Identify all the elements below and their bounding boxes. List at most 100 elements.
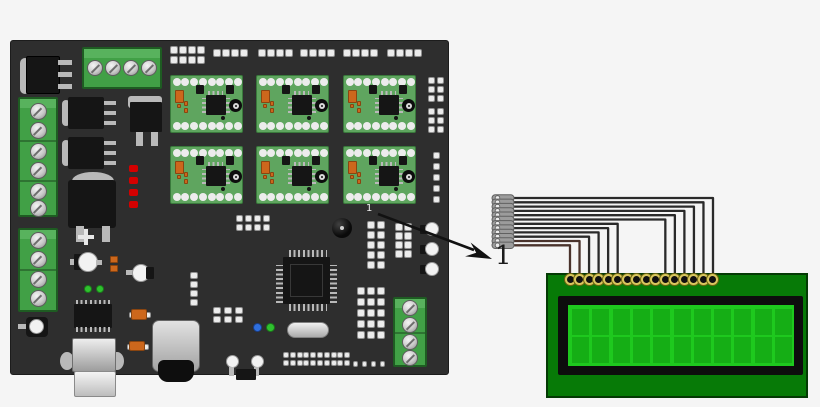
lcd-char-cell <box>612 309 630 335</box>
pad-grid-3x5 <box>357 320 365 328</box>
pin-header-2x3 <box>428 86 435 93</box>
stepper-driver-1-pin <box>225 78 233 86</box>
stepper-driver-1-dot <box>184 101 188 106</box>
pin-header-2x10 <box>303 360 310 366</box>
stepper-driver-4-smd <box>196 156 204 165</box>
status-led-green <box>84 285 92 293</box>
wire-to-lcd-pin-2 <box>506 239 581 281</box>
to92-lead <box>96 260 102 265</box>
stepper-driver-1-dot <box>177 104 181 108</box>
stepper-driver-3-pin <box>354 78 363 86</box>
stepper-driver-6-pin <box>406 149 415 157</box>
wire-to-lcd-pin-5 <box>506 226 610 281</box>
stepper-driver-5-chip-pins <box>288 169 292 184</box>
stepper-driver-4-pin <box>181 149 190 157</box>
lcd-char-cell <box>734 309 752 335</box>
pin-header-2x10 <box>296 360 303 366</box>
stepper-driver-4-pot-dot <box>234 175 238 179</box>
pin-header-4x1 <box>309 49 317 57</box>
lcd-char-cell <box>632 337 650 363</box>
stepper-driver-1-cap <box>175 90 184 103</box>
dpak-leg <box>151 132 158 146</box>
pin-header-4x2 <box>170 56 178 64</box>
stepper-driver-1-pin <box>216 122 225 130</box>
exp1-header <box>377 261 385 269</box>
stepper-driver-6-chip <box>379 166 399 186</box>
pin-header-2x10 <box>330 352 337 358</box>
stepper-driver-6-pin <box>406 193 415 201</box>
edge-led-can <box>425 262 439 276</box>
pin-header-2x10 <box>337 360 344 366</box>
mosfet-leg <box>58 60 72 65</box>
stepper-driver-3-pin <box>398 78 406 86</box>
mcu-pins <box>289 250 327 257</box>
stepper-driver-3-pin <box>371 122 380 130</box>
mcu-inner <box>290 264 323 297</box>
terminal-left-a-screw <box>29 102 47 120</box>
stepper-driver-5-pin <box>267 193 276 201</box>
stepper-driver-3-dot <box>357 108 361 113</box>
to92-can <box>29 319 44 334</box>
stepper-driver-3-pin <box>389 122 398 130</box>
dpak-body <box>130 102 162 132</box>
pin-header-4x2 <box>188 46 196 54</box>
usb-ear <box>60 352 74 370</box>
pad-row-1x4 <box>362 361 367 367</box>
pin-header-4x1 <box>213 49 221 57</box>
pin-header-4x2-mid <box>245 224 252 231</box>
pad-grid-3x5 <box>377 309 385 317</box>
stepper-driver-3-smd <box>369 85 377 94</box>
stepper-driver-4-pin <box>190 193 198 201</box>
stepper-driver-6-chip-pins <box>399 169 403 184</box>
stepper-driver-1-pin <box>181 122 190 130</box>
stepper-driver-5-chip-pins <box>312 169 316 184</box>
stepper-driver-6-pin <box>363 193 371 201</box>
stepper-driver-1-pin <box>190 78 198 86</box>
pin-header-1x5 <box>433 152 440 159</box>
jumper <box>129 341 145 351</box>
usb-plug <box>74 371 116 397</box>
stepper-driver-6-dot <box>357 179 361 184</box>
pin-header-2x10 <box>289 352 296 358</box>
lcd-screen <box>568 305 794 366</box>
stepper-driver-2-pin <box>293 122 302 130</box>
mosfet-leg <box>58 72 72 77</box>
stepper-driver-6-pin <box>354 193 363 201</box>
to92-lead <box>18 324 26 329</box>
stepper-driver-2-pin <box>267 122 276 130</box>
pin-header-4x1 <box>387 49 395 57</box>
pin-header-4x2 <box>179 46 187 54</box>
pin-header-2x10 <box>289 360 296 366</box>
stepper-driver-1-pin <box>233 122 242 130</box>
pin-header-4x1 <box>222 49 230 57</box>
stepper-driver-2-pin <box>267 78 276 86</box>
wire-to-lcd-pin-16 <box>506 196 715 281</box>
terminal-right-screw <box>402 334 418 350</box>
stepper-driver-2-chip-pins <box>294 91 309 95</box>
stepper-driver-4-dot <box>184 179 188 184</box>
stepper-driver-3-chip-pins <box>399 98 403 113</box>
pad-grid-3x5 <box>377 298 385 306</box>
stepper-driver-6-pin <box>398 193 406 201</box>
to220-leg <box>104 141 116 145</box>
pad-grid-3x5 <box>357 309 365 317</box>
terminal-left-a-divider <box>20 140 56 142</box>
stepper-driver-2-chip <box>292 95 312 115</box>
ring-terminal-hole <box>494 242 501 248</box>
stepper-driver-1-chip <box>206 95 226 115</box>
pin-header-1x4 <box>190 290 198 297</box>
power-input-terminal-screw <box>123 60 139 76</box>
stepper-driver-1-pin <box>207 122 216 130</box>
soic-pins <box>76 300 112 305</box>
stepper-driver-5-pin <box>284 149 293 157</box>
to220-leg <box>104 161 116 165</box>
stepper-driver-6-pin <box>389 193 398 201</box>
stepper-driver-5-pin <box>293 149 302 157</box>
stepper-driver-3-pin <box>345 122 354 130</box>
exp2-header <box>404 232 412 240</box>
to220-leg <box>104 101 116 105</box>
lcd-pin-row <box>560 268 816 290</box>
stepper-driver-4-chip-pins <box>226 169 230 184</box>
pin-header-2x3 <box>428 126 435 133</box>
